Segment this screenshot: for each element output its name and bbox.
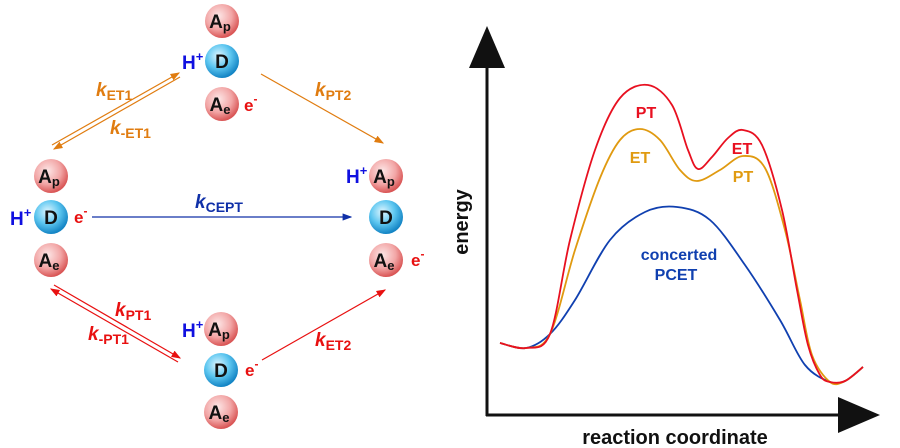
label-pcet: PCET bbox=[655, 267, 698, 284]
electron-label: e- bbox=[245, 357, 258, 380]
proton-label: H+ bbox=[182, 317, 204, 342]
bottom-acceptor-p: Ap bbox=[204, 312, 238, 346]
electron-label: e- bbox=[74, 204, 87, 227]
bottom-acceptor-e: Ae bbox=[204, 395, 238, 429]
proton-label: H+ bbox=[346, 163, 368, 188]
electron-label: e- bbox=[411, 247, 424, 270]
right-donor: D bbox=[369, 200, 403, 234]
electron-label: e- bbox=[244, 92, 257, 115]
label-orange-et: ET bbox=[630, 150, 651, 167]
rate-k-et2: kET2 bbox=[315, 330, 351, 353]
svg-text:Ae: Ae bbox=[39, 251, 60, 273]
right-acceptor-p: Ap bbox=[369, 159, 403, 193]
curve-pt-then-et bbox=[499, 83, 864, 384]
svg-text:Ae: Ae bbox=[374, 251, 395, 273]
right-acceptor-e: Ae bbox=[369, 243, 403, 277]
svg-text:D: D bbox=[214, 361, 228, 382]
svg-text:Ae: Ae bbox=[209, 403, 230, 425]
svg-text:Ap: Ap bbox=[209, 12, 231, 34]
label-red-et: ET bbox=[732, 141, 753, 158]
rate-k-pt1: kPT1 bbox=[115, 300, 151, 323]
arrow-pt2 bbox=[260, 73, 385, 144]
left-acceptor-e: Ae bbox=[34, 243, 68, 277]
rate-k-et1: kET1 bbox=[96, 80, 132, 103]
proton-label: H+ bbox=[182, 49, 204, 74]
rate-k-cept: kCEPT bbox=[195, 192, 243, 215]
svg-text:Ap: Ap bbox=[38, 167, 60, 189]
label-red-pt: PT bbox=[636, 105, 657, 122]
top-donor: D bbox=[205, 44, 239, 78]
svg-text:D: D bbox=[44, 208, 58, 229]
svg-text:Ae: Ae bbox=[210, 95, 231, 117]
rate-k-minus-pt1: k-PT1 bbox=[88, 324, 129, 347]
curve-concerted-pcet bbox=[499, 205, 864, 385]
rate-k-pt2: kPT2 bbox=[315, 80, 351, 103]
svg-text:Ap: Ap bbox=[373, 167, 395, 189]
arrow-et1 bbox=[51, 72, 181, 150]
left-donor: D bbox=[34, 200, 68, 234]
x-axis-label: reaction coordinate bbox=[582, 427, 768, 448]
energy-plot: energy reaction coordinate PT ET ET PT c… bbox=[451, 26, 880, 448]
bottom-donor: D bbox=[204, 353, 238, 387]
svg-text:Ap: Ap bbox=[208, 320, 230, 342]
arrow-pt1 bbox=[49, 284, 182, 363]
label-orange-pt: PT bbox=[733, 169, 754, 186]
label-concerted: concerted bbox=[641, 247, 717, 264]
arrow-et2 bbox=[261, 289, 387, 361]
top-acceptor-p: Ap bbox=[205, 4, 239, 38]
rate-k-minus-et1: k-ET1 bbox=[110, 118, 151, 141]
top-acceptor-e: Ae bbox=[205, 87, 239, 121]
y-axis-label: energy bbox=[451, 188, 473, 254]
curve-et-then-pt bbox=[499, 128, 864, 386]
svg-text:D: D bbox=[215, 52, 229, 73]
svg-text:D: D bbox=[379, 208, 393, 229]
proton-label: H+ bbox=[10, 205, 32, 230]
left-acceptor-p: Ap bbox=[34, 159, 68, 193]
